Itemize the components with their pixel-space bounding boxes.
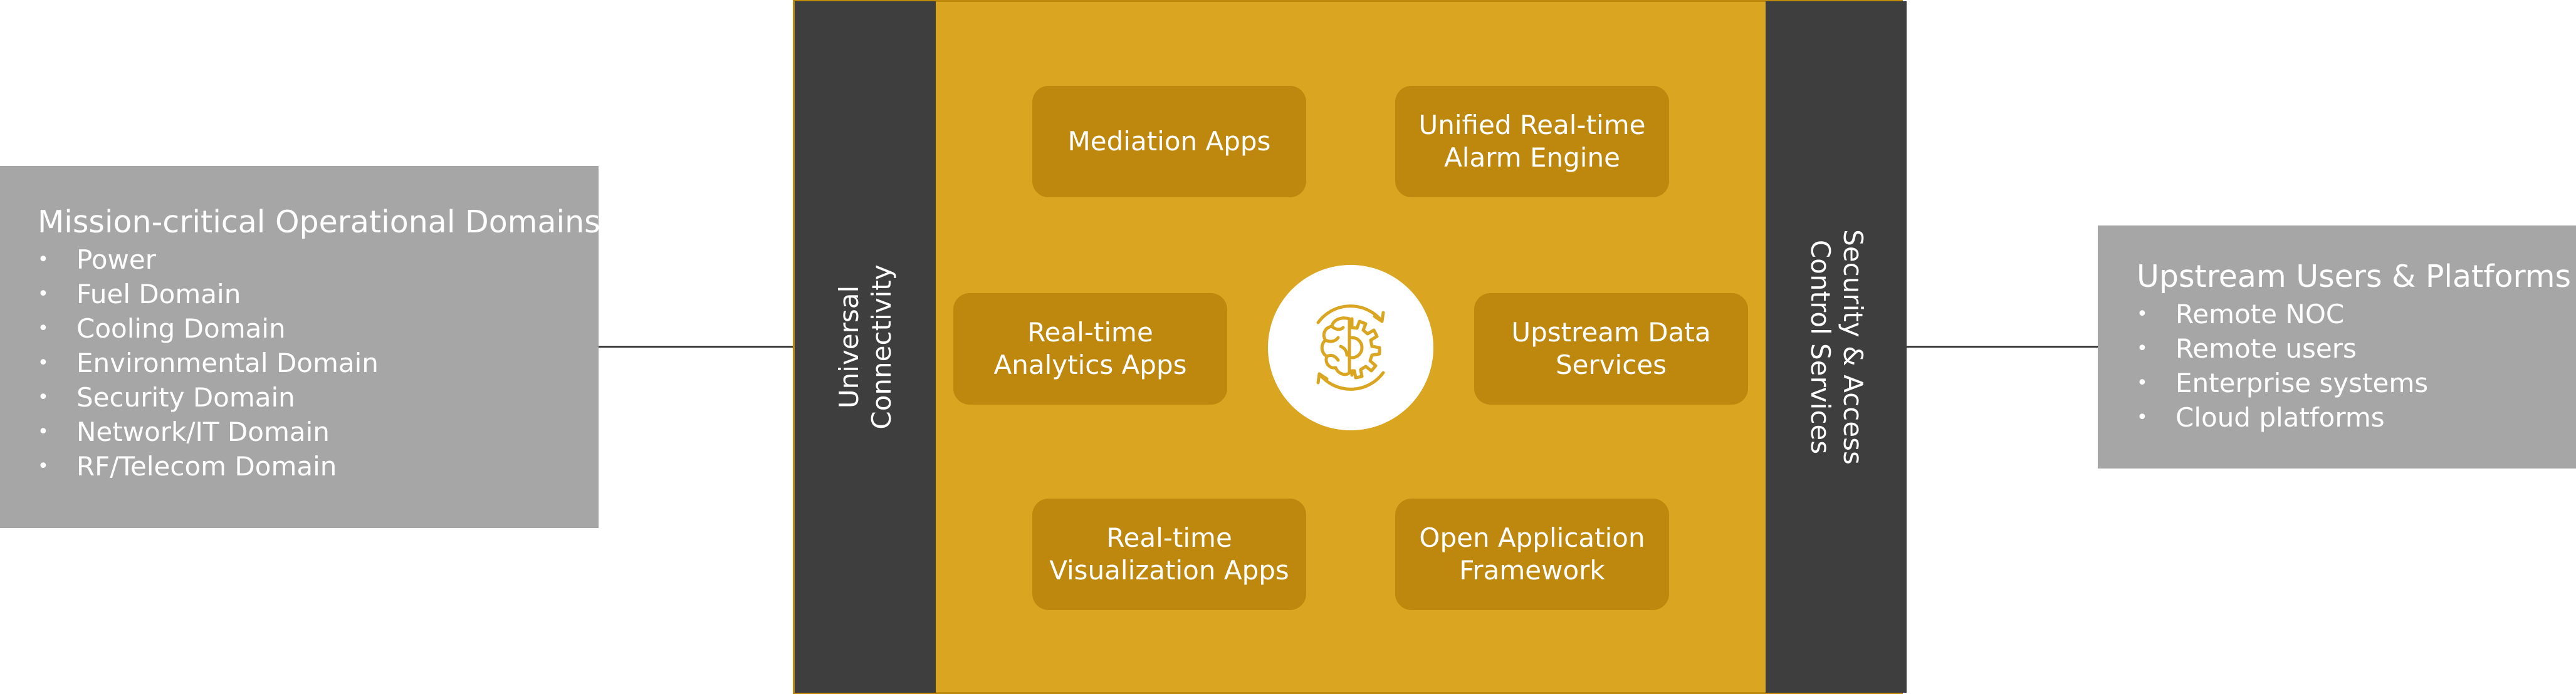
bullet: • bbox=[38, 352, 49, 374]
bullet: • bbox=[2137, 407, 2148, 428]
list-item: •Fuel Domain bbox=[38, 277, 599, 311]
security-access-label: Security & Access Control Services bbox=[1804, 229, 1868, 465]
security-access-bar: Security & Access Control Services bbox=[1766, 1, 1907, 693]
brain-gear-emblem bbox=[1268, 265, 1433, 430]
visualization-apps-box: Real-time Visualization Apps bbox=[1032, 499, 1306, 610]
upstream-data-services-box: Upstream Data Services bbox=[1474, 293, 1748, 405]
list-item: •Remote NOC bbox=[2137, 297, 2576, 331]
bullet: • bbox=[38, 318, 49, 339]
list-item: •Network/IT Domain bbox=[38, 415, 599, 449]
alarm-engine-box: Unified Real-time Alarm Engine bbox=[1395, 86, 1669, 197]
bullet: • bbox=[38, 455, 49, 477]
upstream-users-panel: Upstream Users & Platforms •Remote NOC •… bbox=[2098, 225, 2576, 469]
upstream-users-list: •Remote NOC •Remote users •Enterprise sy… bbox=[2137, 297, 2576, 435]
list-item: •RF/Telecom Domain bbox=[38, 449, 599, 484]
operational-domains-title: Mission-critical Operational Domains bbox=[38, 204, 600, 240]
application-framework-box: Open Application Framework bbox=[1395, 499, 1669, 610]
bullet: • bbox=[38, 421, 49, 443]
brain-gear-cycle-icon bbox=[1316, 304, 1385, 391]
operational-domains-list: •Power •Fuel Domain •Cooling Domain •Env… bbox=[38, 242, 599, 484]
operational-domains-panel: Mission-critical Operational Domains •Po… bbox=[0, 166, 600, 528]
bullet: • bbox=[38, 283, 49, 305]
universal-connectivity-label: Universal Connectivity bbox=[833, 264, 897, 430]
connector-line-left bbox=[599, 346, 795, 348]
mediation-apps-box: Mediation Apps bbox=[1032, 86, 1306, 197]
bullet: • bbox=[38, 386, 49, 408]
bullet: • bbox=[38, 249, 49, 271]
analytics-apps-box: Real-time Analytics Apps bbox=[953, 293, 1227, 405]
list-item: •Cloud platforms bbox=[2137, 400, 2576, 435]
bullet: • bbox=[2137, 372, 2148, 394]
universal-connectivity-bar: Universal Connectivity bbox=[795, 1, 936, 693]
bullet: • bbox=[2137, 338, 2148, 360]
list-item: •Security Domain bbox=[38, 380, 599, 415]
connector-line-right bbox=[1901, 346, 2098, 348]
list-item: •Remote users bbox=[2137, 331, 2576, 366]
list-item: •Enterprise systems bbox=[2137, 366, 2576, 400]
list-item: •Cooling Domain bbox=[38, 311, 599, 346]
list-item: •Environmental Domain bbox=[38, 346, 599, 380]
upstream-users-title: Upstream Users & Platforms bbox=[2137, 259, 2572, 294]
list-item: •Power bbox=[38, 242, 599, 277]
bullet: • bbox=[2137, 303, 2148, 325]
